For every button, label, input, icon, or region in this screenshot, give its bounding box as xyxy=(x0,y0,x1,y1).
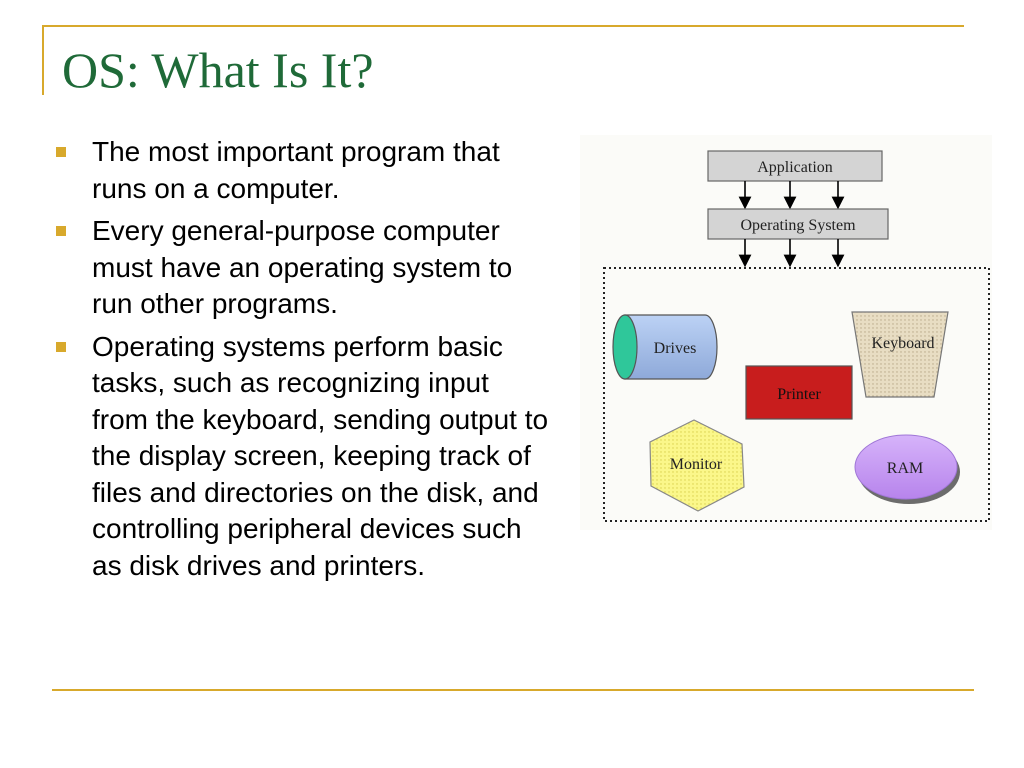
application-layer: Application xyxy=(707,150,883,182)
bullet-item: Operating systems perform basic tasks, s… xyxy=(50,329,550,585)
monitor-label: Monitor xyxy=(670,456,723,473)
os-diagram: Application Operating System xyxy=(580,135,992,530)
hardware-container xyxy=(603,267,990,522)
bullet-text: The most important program that runs on … xyxy=(92,136,500,204)
left-rule xyxy=(42,25,44,95)
square-bullet-icon xyxy=(56,226,66,236)
ram-label: RAM xyxy=(887,460,923,477)
printer-shape: Printer xyxy=(745,365,853,420)
ram-shape: RAM xyxy=(854,434,960,504)
bullet-text: Every general-purpose computer must have… xyxy=(92,215,513,319)
monitor-shape: Monitor xyxy=(649,419,745,512)
bullet-item: The most important program that runs on … xyxy=(50,134,550,207)
bullet-list: The most important program that runs on … xyxy=(50,134,550,590)
square-bullet-icon xyxy=(56,341,66,352)
keyboard-shape: Keyboard xyxy=(851,311,949,398)
bottom-rule xyxy=(52,689,974,691)
bullet-text: Operating systems perform basic tasks, s… xyxy=(92,330,549,581)
printer-label: Printer xyxy=(777,386,821,403)
keyboard-label: Keyboard xyxy=(871,335,934,352)
os-diagram-svg: Application Operating System xyxy=(603,150,990,522)
drives-shape: Drives xyxy=(612,314,718,380)
application-label: Application xyxy=(757,159,833,176)
arrows-os-to-hardware xyxy=(738,239,845,268)
bullet-item: Every general-purpose computer must have… xyxy=(50,213,550,323)
arrows-app-to-os xyxy=(738,181,845,210)
square-bullet-icon xyxy=(56,147,66,157)
os-layer: Operating System xyxy=(707,208,889,240)
drives-label: Drives xyxy=(654,340,697,357)
top-rule xyxy=(42,25,964,27)
os-label: Operating System xyxy=(740,217,856,234)
slide-title: OS: What Is It? xyxy=(62,42,374,98)
